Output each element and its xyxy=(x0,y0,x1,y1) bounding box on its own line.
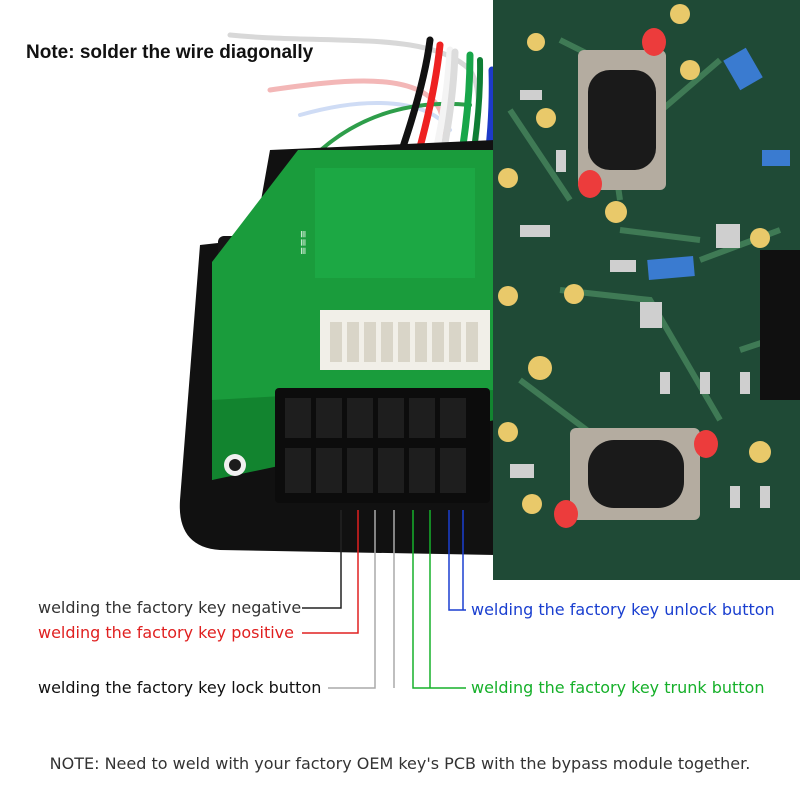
lock-button-label: welding the factory key lock button xyxy=(38,678,322,697)
unlock-leader-line-1 xyxy=(448,510,466,611)
footer-note: NOTE: Need to weld with your factory OEM… xyxy=(49,754,751,773)
key-pcb-photo xyxy=(493,0,800,580)
module-case: ≡≡≡ xyxy=(179,140,495,555)
solder-note-title: Note: solder the wire diagonally xyxy=(26,42,314,63)
svg-text:≡≡≡: ≡≡≡ xyxy=(297,230,308,255)
lock-leader-line-1 xyxy=(328,510,376,689)
negative-label: welding the factory key negative xyxy=(38,598,302,617)
unlock-button-label: welding the factory key unlock button xyxy=(471,600,775,619)
trunk-button-label: welding the factory key trunk button xyxy=(471,678,765,697)
leader-lines xyxy=(302,510,466,689)
positive-leader-line xyxy=(302,510,359,634)
trunk-leader-line-1 xyxy=(412,510,466,689)
negative-leader-line xyxy=(302,510,342,609)
positive-label: welding the factory key positive xyxy=(38,623,294,642)
